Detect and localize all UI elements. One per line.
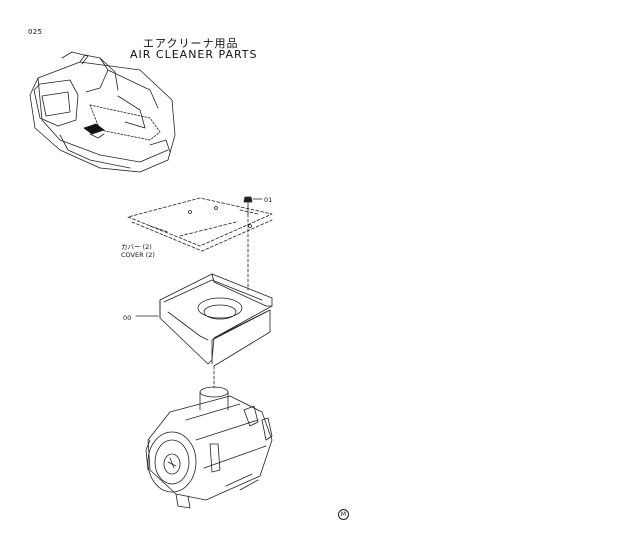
cover-label-english: COVER (2) [121, 251, 155, 259]
footer-mark: M [338, 509, 349, 520]
title-english: AIR CLEANER PARTS [130, 48, 258, 61]
bolt-part [243, 196, 263, 291]
air-cleaner-cover [135, 273, 273, 367]
cover-hole [188, 210, 192, 214]
air-cleaner-body [145, 386, 273, 509]
cover-hole [248, 224, 252, 228]
cover-label-japanese: カバー (2) [121, 243, 152, 251]
part-number-01: 01 [264, 196, 273, 204]
page-code: 025 [28, 28, 43, 36]
cover-plate [127, 197, 273, 252]
title-japanese: エアクリーナ用品 [143, 37, 239, 50]
part-number-00: 00 [123, 314, 132, 322]
cover-hole [214, 206, 218, 210]
excavator-overview [29, 51, 176, 173]
